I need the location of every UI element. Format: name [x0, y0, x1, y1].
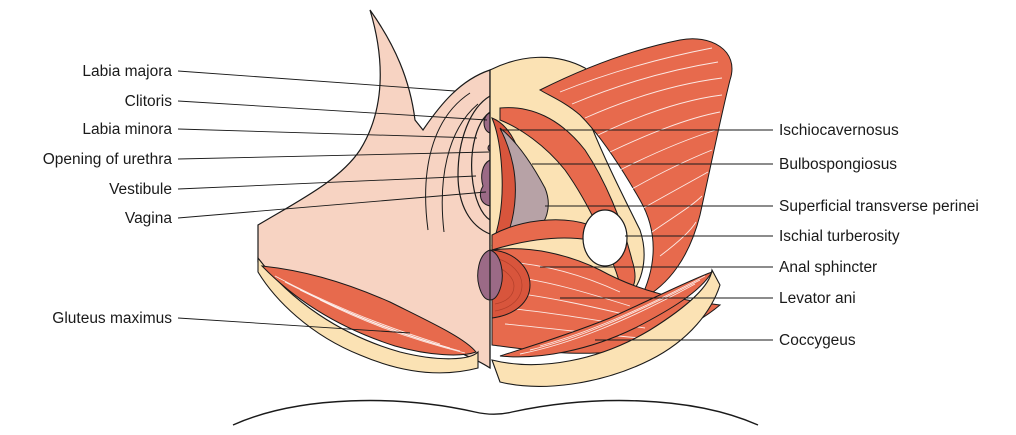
label-coccygeus: Coccygeus: [779, 332, 856, 349]
label-vestibule: Vestibule: [109, 181, 172, 198]
label-levator-ani: Levator ani: [779, 290, 856, 307]
label-clitoris: Clitoris: [125, 93, 173, 110]
labels-left: Labia majora Clitoris Labia minora Openi…: [43, 63, 173, 327]
label-bulbospongiosus: Bulbospongiosus: [779, 156, 897, 173]
labels-right: Ischiocavernosus Bulbospongiosus Superfi…: [779, 122, 979, 349]
label-ischiocavernosus: Ischiocavernosus: [779, 122, 899, 139]
label-labia-majora: Labia majora: [82, 63, 172, 80]
label-superficial-transverse-perinei: Superficial transverse perinei: [779, 198, 979, 215]
ischial-tuberosity-shape: [583, 210, 627, 266]
label-opening-of-urethra: Opening of urethra: [43, 151, 173, 168]
surface-anatomy-left: [258, 10, 498, 373]
bottom-outline: [233, 401, 758, 425]
muscle-anatomy-right: [490, 39, 732, 387]
label-anal-sphincter: Anal sphincter: [779, 259, 877, 276]
label-ischial-turberosity: Ischial turberosity: [779, 228, 900, 245]
label-labia-minora: Labia minora: [82, 121, 172, 138]
label-gluteus-maximus: Gluteus maximus: [52, 310, 172, 327]
label-vagina: Vagina: [125, 210, 172, 227]
